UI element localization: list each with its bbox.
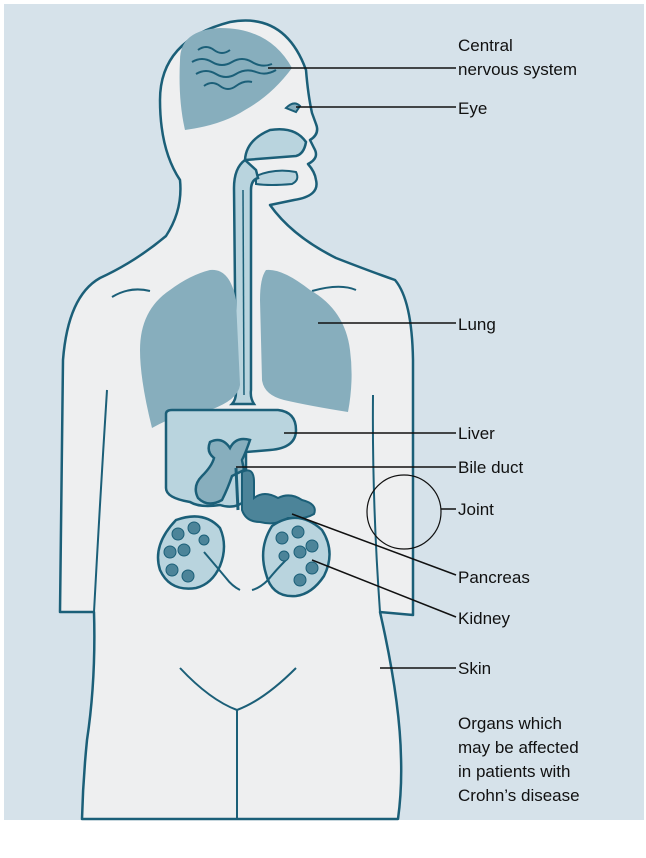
oral-cavity — [256, 171, 297, 185]
liver-label: Liver — [458, 424, 495, 443]
bile-duct — [236, 468, 238, 510]
pancreas-label: Pancreas — [458, 568, 530, 587]
skin-label: Skin — [458, 659, 491, 678]
lung-label: Lung — [458, 315, 496, 334]
eye-label: Eye — [458, 99, 487, 118]
cns-label-line1: Central — [458, 36, 513, 55]
cns-label-line2: nervous system — [458, 60, 577, 79]
kidney-label: Kidney — [458, 609, 510, 628]
caption-line2: may be affected — [458, 738, 579, 757]
joint-label: Joint — [458, 500, 494, 519]
caption-line4: Crohn’s disease — [458, 786, 580, 805]
caption-line3: in patients with — [458, 762, 570, 781]
bile-duct-label: Bile duct — [458, 458, 523, 477]
caption-line1: Organs which — [458, 714, 562, 733]
esophagus-inner-line — [243, 190, 244, 395]
